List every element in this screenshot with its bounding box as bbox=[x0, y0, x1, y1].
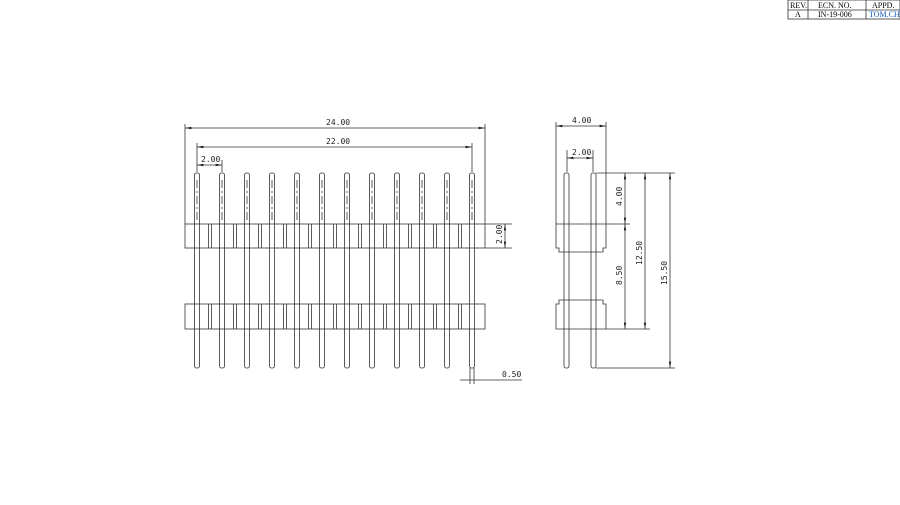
pin bbox=[444, 172, 450, 369]
ecn-value: IN-19-006 bbox=[818, 10, 852, 19]
rev-header: REV. bbox=[790, 1, 807, 10]
side-dim-pitch: 2.00 bbox=[572, 148, 591, 157]
pin bbox=[419, 172, 425, 369]
pin bbox=[194, 172, 200, 369]
revision-table: REV. ECN. NO. APPD. A IN-19-006 TOM.CHE bbox=[787, 0, 900, 20]
side-dim-width: 4.00 bbox=[572, 116, 591, 125]
bottom-housing bbox=[184, 303, 486, 330]
side-dim-to-bottom-housing: 12.50 bbox=[635, 241, 644, 265]
dim-housing-height: 2.00 bbox=[495, 225, 504, 244]
dim-pitch: 2.00 bbox=[201, 155, 220, 164]
pin bbox=[469, 172, 475, 369]
dim-overall: 24.00 bbox=[326, 118, 350, 127]
top-housing bbox=[184, 223, 486, 249]
front-view: 24.00 22.00 2.00 2.00 0.50 bbox=[184, 118, 522, 384]
dim-pin-span: 22.00 bbox=[326, 137, 350, 146]
pin bbox=[269, 172, 275, 369]
side-dim-total-length: 15.50 bbox=[660, 261, 669, 285]
appd-header: APPD. bbox=[872, 1, 894, 10]
pin bbox=[319, 172, 325, 369]
side-view: 4.00 2.00 4.00 8.50 12.50 15.50 bbox=[555, 116, 675, 369]
dim-pin-width: 0.50 bbox=[502, 370, 521, 379]
pin bbox=[219, 172, 225, 369]
appd-value: TOM.CHE bbox=[869, 10, 900, 19]
pin bbox=[369, 172, 375, 369]
rev-value: A bbox=[795, 10, 801, 19]
ecn-header: ECN. NO. bbox=[818, 1, 852, 10]
side-dim-between-housings: 8.50 bbox=[615, 266, 624, 285]
pin bbox=[294, 172, 300, 369]
pin bbox=[344, 172, 350, 369]
pin bbox=[244, 172, 250, 369]
pin bbox=[394, 172, 400, 369]
side-dim-top-pin: 4.00 bbox=[615, 187, 624, 206]
